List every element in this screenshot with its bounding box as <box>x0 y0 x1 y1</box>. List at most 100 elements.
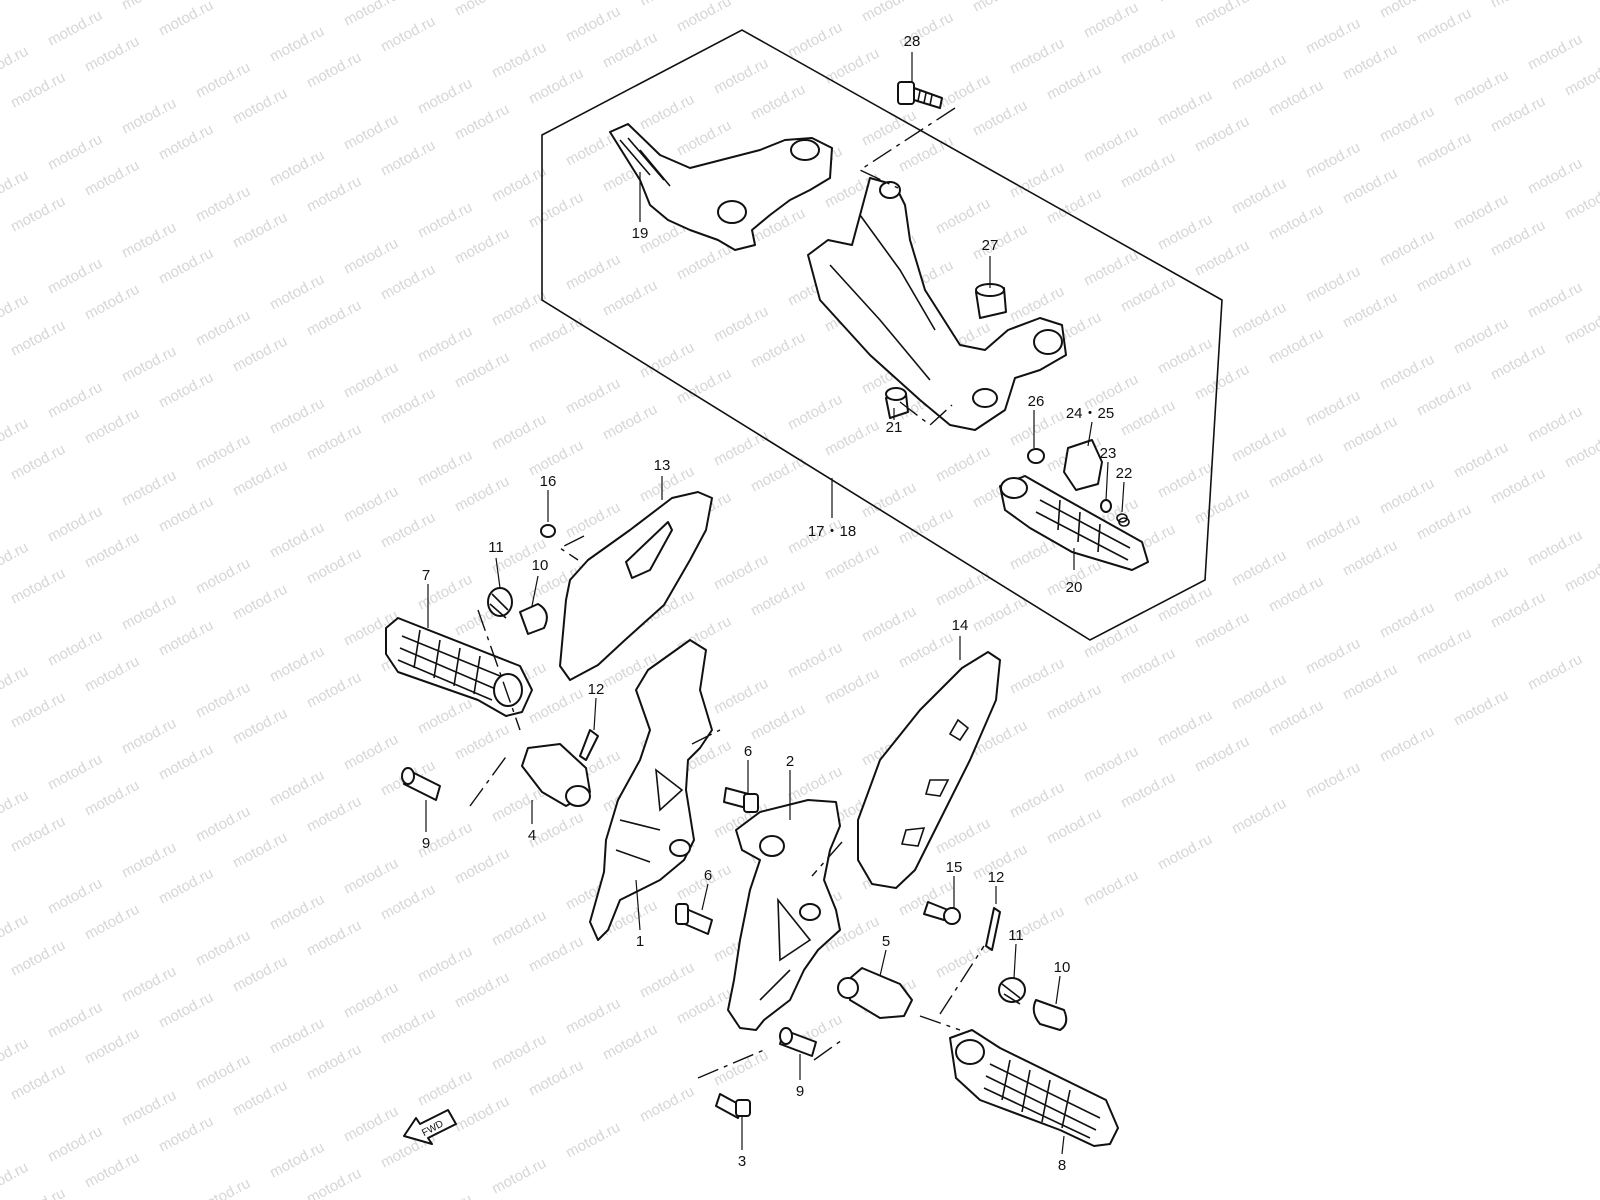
watermark-text: motod.ru <box>267 1015 327 1058</box>
watermark-text: motod.ru <box>1192 0 1252 32</box>
watermark-text: motod.ru <box>452 473 512 516</box>
detent-ball-left[interactable] <box>519 603 548 635</box>
footpeg-left[interactable] <box>385 617 533 717</box>
watermark-text: motod.ru <box>896 629 956 672</box>
callout-16: 16 <box>540 473 557 490</box>
callout-4: 4 <box>528 827 536 844</box>
footpeg-bracket-left[interactable] <box>589 639 713 941</box>
callout-26: 26 <box>1028 393 1045 410</box>
watermark-text: motod.ru <box>193 1175 253 1200</box>
heel-guard-right[interactable] <box>857 651 1001 889</box>
bolt-3[interactable] <box>715 1093 751 1119</box>
watermark-text: motod.ru <box>156 493 216 536</box>
watermark-text: motod.ru <box>452 349 512 392</box>
washer-16[interactable] <box>540 524 556 538</box>
pillion-bracket-right[interactable] <box>807 177 1067 431</box>
bolt-6-lower[interactable] <box>675 903 713 935</box>
bushing[interactable] <box>975 283 1007 319</box>
watermark-text: motod.ru <box>600 277 660 320</box>
watermark-text: motod.ru <box>230 829 290 872</box>
watermark-text: motod.ru <box>1340 413 1400 456</box>
watermark-text: motod.ru <box>526 685 586 728</box>
watermark-text: motod.ru <box>1081 867 1141 910</box>
watermark-text: motod.ru <box>1044 185 1104 228</box>
watermark-text: motod.ru <box>1266 697 1326 740</box>
small-bracket[interactable] <box>1063 439 1103 491</box>
watermark-text: motod.ru <box>1488 93 1548 136</box>
screw-15[interactable] <box>923 901 961 925</box>
watermark-text: motod.ru <box>1451 439 1511 482</box>
footpeg-bracket-right[interactable] <box>727 799 841 1031</box>
footpeg-upper[interactable] <box>999 475 1149 571</box>
watermark-text: motod.ru <box>859 0 919 26</box>
watermark-text: motod.ru <box>1525 527 1585 570</box>
watermark-text: motod.ru <box>785 639 845 682</box>
spring-right[interactable] <box>998 977 1026 1005</box>
pivot-shaft-left[interactable] <box>521 743 591 807</box>
watermark-text: motod.ru <box>156 245 216 288</box>
watermark-text: motod.ru <box>267 147 327 190</box>
watermark-text: motod.ru <box>563 251 623 294</box>
watermark-text: motod.ru <box>1414 253 1474 296</box>
watermark-text: motod.ru <box>1414 377 1474 420</box>
pin-right[interactable] <box>779 1027 817 1057</box>
watermark-text: motod.ru <box>230 333 290 376</box>
watermark-text: motod.ru <box>8 689 68 732</box>
watermark-text: motod.ru <box>563 499 623 542</box>
watermark-text: motod.ru <box>415 75 475 118</box>
watermark-text: motod.ru <box>119 0 179 14</box>
watermark-text: motod.ru <box>378 1005 438 1048</box>
watermark-text: motod.ru <box>1303 139 1363 182</box>
pin-left[interactable] <box>401 767 441 801</box>
watermark-text: motod.ru <box>267 1139 327 1182</box>
watermark-text: motod.ru <box>674 985 734 1028</box>
watermark-text: motod.ru <box>156 741 216 784</box>
watermark-text: motod.ru <box>711 55 771 98</box>
callout-8: 8 <box>1058 1157 1066 1174</box>
callout-3: 3 <box>738 1153 746 1170</box>
pillion-bracket-left[interactable] <box>609 123 833 251</box>
watermark-text: motod.ru <box>378 137 438 180</box>
bolt-top[interactable] <box>897 81 943 109</box>
watermark-text: motod.ru <box>378 509 438 552</box>
watermark-text: motod.ru <box>0 663 31 706</box>
watermark-text: motod.ru <box>0 415 31 458</box>
watermark-text: motod.ru <box>1525 403 1585 446</box>
watermark-text: motod.ru <box>1340 289 1400 332</box>
watermark-text: motod.ru <box>489 411 549 454</box>
e-clip[interactable] <box>1100 499 1112 513</box>
watermark-text: motod.ru <box>119 715 179 758</box>
watermark-text: motod.ru <box>526 313 586 356</box>
watermark-text: motod.ru <box>415 1067 475 1110</box>
watermark-text: motod.ru <box>1414 129 1474 172</box>
cotter-pin-right[interactable] <box>985 907 1001 951</box>
watermark-text: motod.ru <box>341 979 401 1022</box>
watermark-text: motod.ru <box>1488 217 1548 260</box>
spring-small[interactable] <box>1116 513 1130 527</box>
footpeg-right[interactable] <box>949 1029 1119 1147</box>
watermark-text: motod.ru <box>119 839 179 882</box>
heel-guard-left[interactable] <box>559 491 713 681</box>
cotter-pin-left[interactable] <box>579 729 599 761</box>
callout-9-left: 9 <box>422 835 430 852</box>
watermark-text: motod.ru <box>0 43 31 86</box>
watermark-text: motod.ru <box>526 65 586 108</box>
watermark-text: motod.ru <box>0 291 31 334</box>
watermark-text: motod.ru <box>230 209 290 252</box>
watermark-text: motod.ru <box>452 969 512 1012</box>
watermark-text: motod.ru <box>637 339 697 382</box>
watermark-text: motod.ru <box>341 1103 401 1146</box>
bolt-6-upper[interactable] <box>723 787 759 813</box>
watermark-text: motod.ru <box>1303 511 1363 554</box>
watermark-text: motod.ru <box>193 1051 253 1094</box>
watermark-text: motod.ru <box>1118 769 1178 812</box>
pivot-shaft-right[interactable] <box>837 967 913 1019</box>
watermark-text: motod.ru <box>489 1031 549 1074</box>
watermark-text: motod.ru <box>267 643 327 686</box>
watermark-text: motod.ru <box>711 551 771 594</box>
washer-upper[interactable] <box>1027 448 1045 464</box>
pin-upper[interactable] <box>885 387 909 419</box>
watermark-text: motod.ru <box>156 865 216 908</box>
detent-ball-right[interactable] <box>1032 999 1068 1031</box>
watermark-text: motod.ru <box>45 7 105 50</box>
